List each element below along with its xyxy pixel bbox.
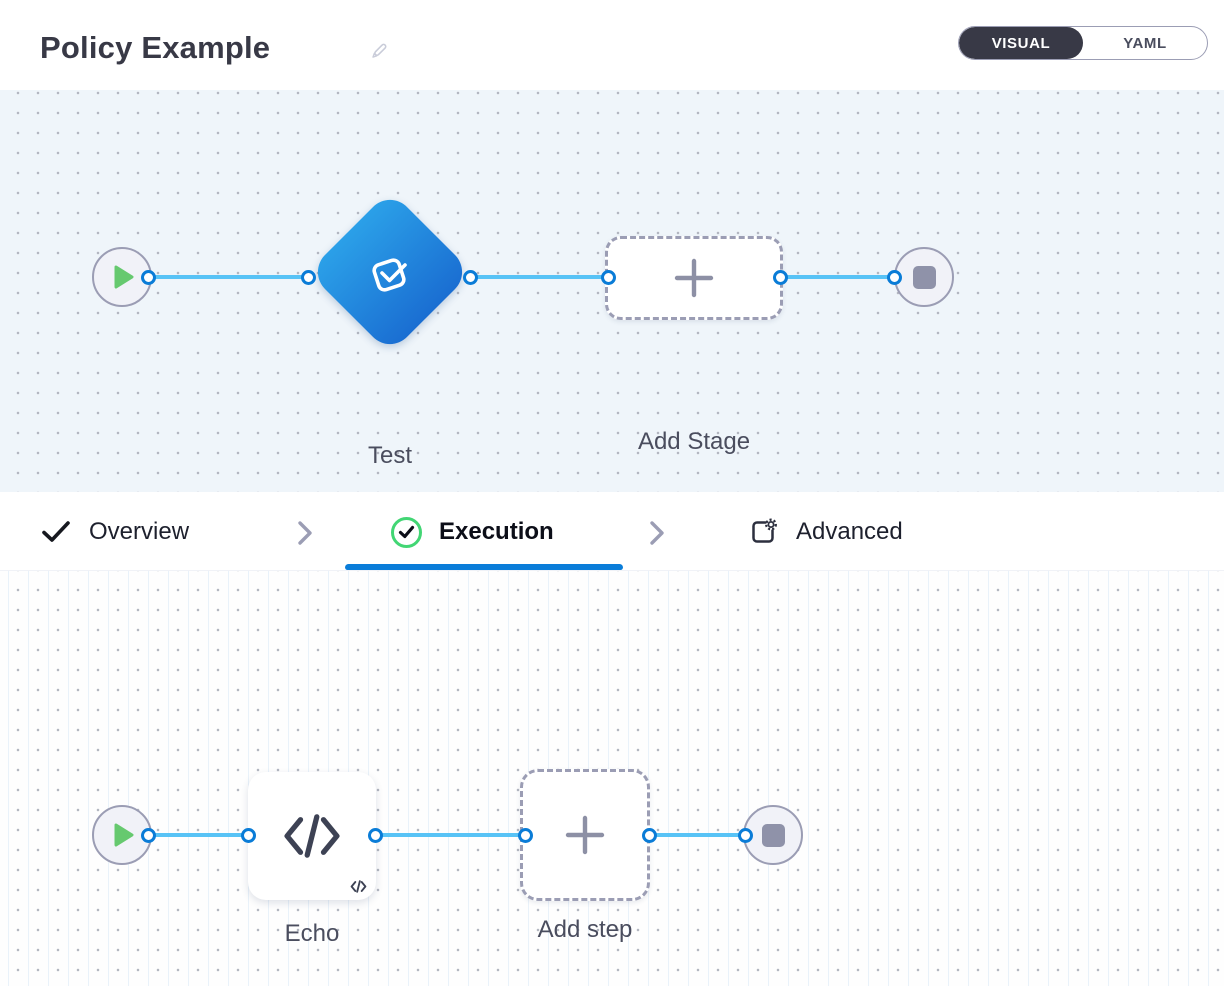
plus-icon [674,258,714,298]
tab-execution-label: Execution [439,518,554,545]
add-stage-label: Add Stage [637,428,751,455]
step-start-node[interactable] [92,805,152,865]
stage-node-test[interactable] [307,189,473,355]
page-title: Policy Example [40,30,271,65]
chevron-right-icon [298,521,312,545]
port-addstage-in[interactable] [601,270,616,285]
port-step-out[interactable] [368,828,383,843]
edge-step-to-addstep [374,833,526,837]
tab-overview[interactable]: Overview [40,512,189,552]
port-addstage-out[interactable] [773,270,788,285]
port-addstep-out[interactable] [642,828,657,843]
toggle-yaml-button[interactable]: YAML [1123,34,1167,52]
tab-advanced-label: Advanced [796,518,903,545]
play-icon [114,265,134,289]
port-start-out[interactable] [141,828,156,843]
edge-start-to-step [148,833,252,837]
approval-check-icon [372,258,407,292]
plus-icon [565,815,605,855]
add-step-label: Add step [537,916,633,943]
tab-advanced[interactable]: Advanced [748,512,903,552]
check-icon [42,521,70,542]
tab-overview-label: Overview [89,518,190,545]
stage-node-label: Test [367,442,412,469]
edge-addstep-to-end [648,833,748,837]
stage-pipeline-canvas[interactable]: Test Add Stage [0,90,1224,492]
toggle-visual-button[interactable]: VISUAL [959,27,1083,59]
chevron-right-icon [650,521,664,545]
step-node-label: Echo [284,920,340,947]
page-header: Policy Example VISUAL YAML [0,0,1224,90]
edit-pencil-icon[interactable] [368,40,390,62]
step-pipeline-canvas[interactable]: Echo Add step [0,571,1224,986]
edge-start-to-stage [148,275,312,279]
port-stage-out[interactable] [463,270,478,285]
pipeline-end-node[interactable] [894,247,954,307]
advanced-settings-icon [752,518,777,543]
edge-addstage-to-end [778,275,896,279]
port-stage-in[interactable] [301,270,316,285]
tab-execution[interactable]: Execution [391,512,554,552]
check-circle-icon [391,516,422,548]
step-end-node[interactable] [743,805,803,865]
stage-config-tabbar: Overview Execution Advanced [0,492,1224,571]
add-step-button[interactable] [520,769,650,901]
play-icon [114,823,134,847]
port-addstep-in[interactable] [518,828,533,843]
port-end-in[interactable] [887,270,902,285]
port-end-in[interactable] [738,828,753,843]
port-step-in[interactable] [241,828,256,843]
code-icon [284,814,340,858]
visual-yaml-toggle: VISUAL YAML [958,26,1208,60]
stop-icon [761,823,785,847]
port-start-out[interactable] [141,270,156,285]
add-stage-button[interactable] [605,236,783,320]
active-tab-underline [345,564,623,570]
code-badge-icon [350,880,367,893]
stop-icon [912,265,936,289]
edge-stage-to-addstage [468,275,612,279]
step-node-echo[interactable] [248,772,376,900]
